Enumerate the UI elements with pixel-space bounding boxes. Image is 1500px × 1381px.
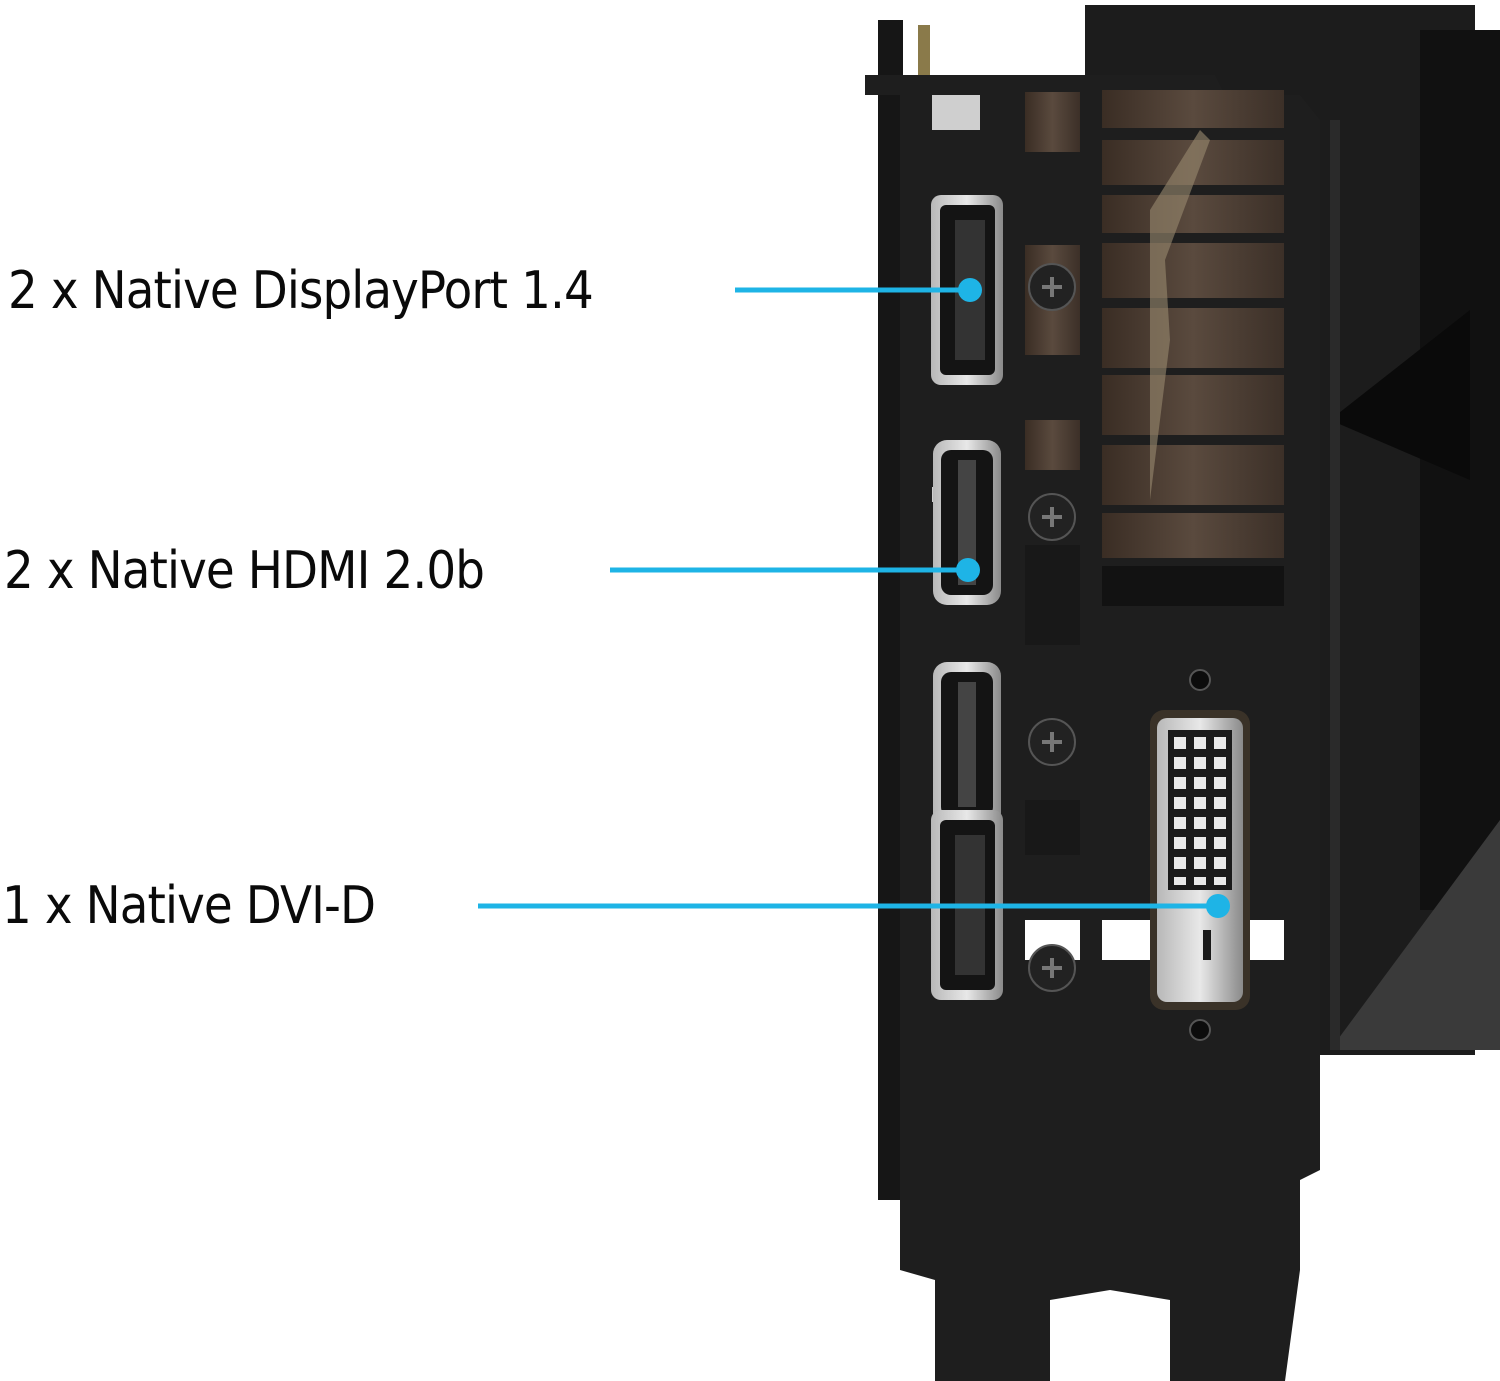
callout-label-displayport: 2 x Native DisplayPort 1.4	[8, 261, 594, 321]
hdmi-connector-1	[933, 440, 1001, 605]
bracket-screws	[1028, 263, 1211, 1041]
bracket-vents	[932, 90, 1284, 960]
callout-dot-hdmi	[956, 558, 980, 582]
pcb-edge	[878, 20, 903, 1200]
callout-dot-displayport	[958, 278, 982, 302]
dvi-d-connector	[1150, 710, 1250, 1010]
hdmi-connector-2	[933, 662, 1001, 827]
callout-dot-dvi-d	[1206, 894, 1230, 918]
callout-label-hdmi: 2 x Native HDMI 2.0b	[4, 541, 485, 601]
callout-lines	[478, 278, 1230, 918]
callout-label-dvi-d: 1 x Native DVI-D	[2, 876, 376, 936]
